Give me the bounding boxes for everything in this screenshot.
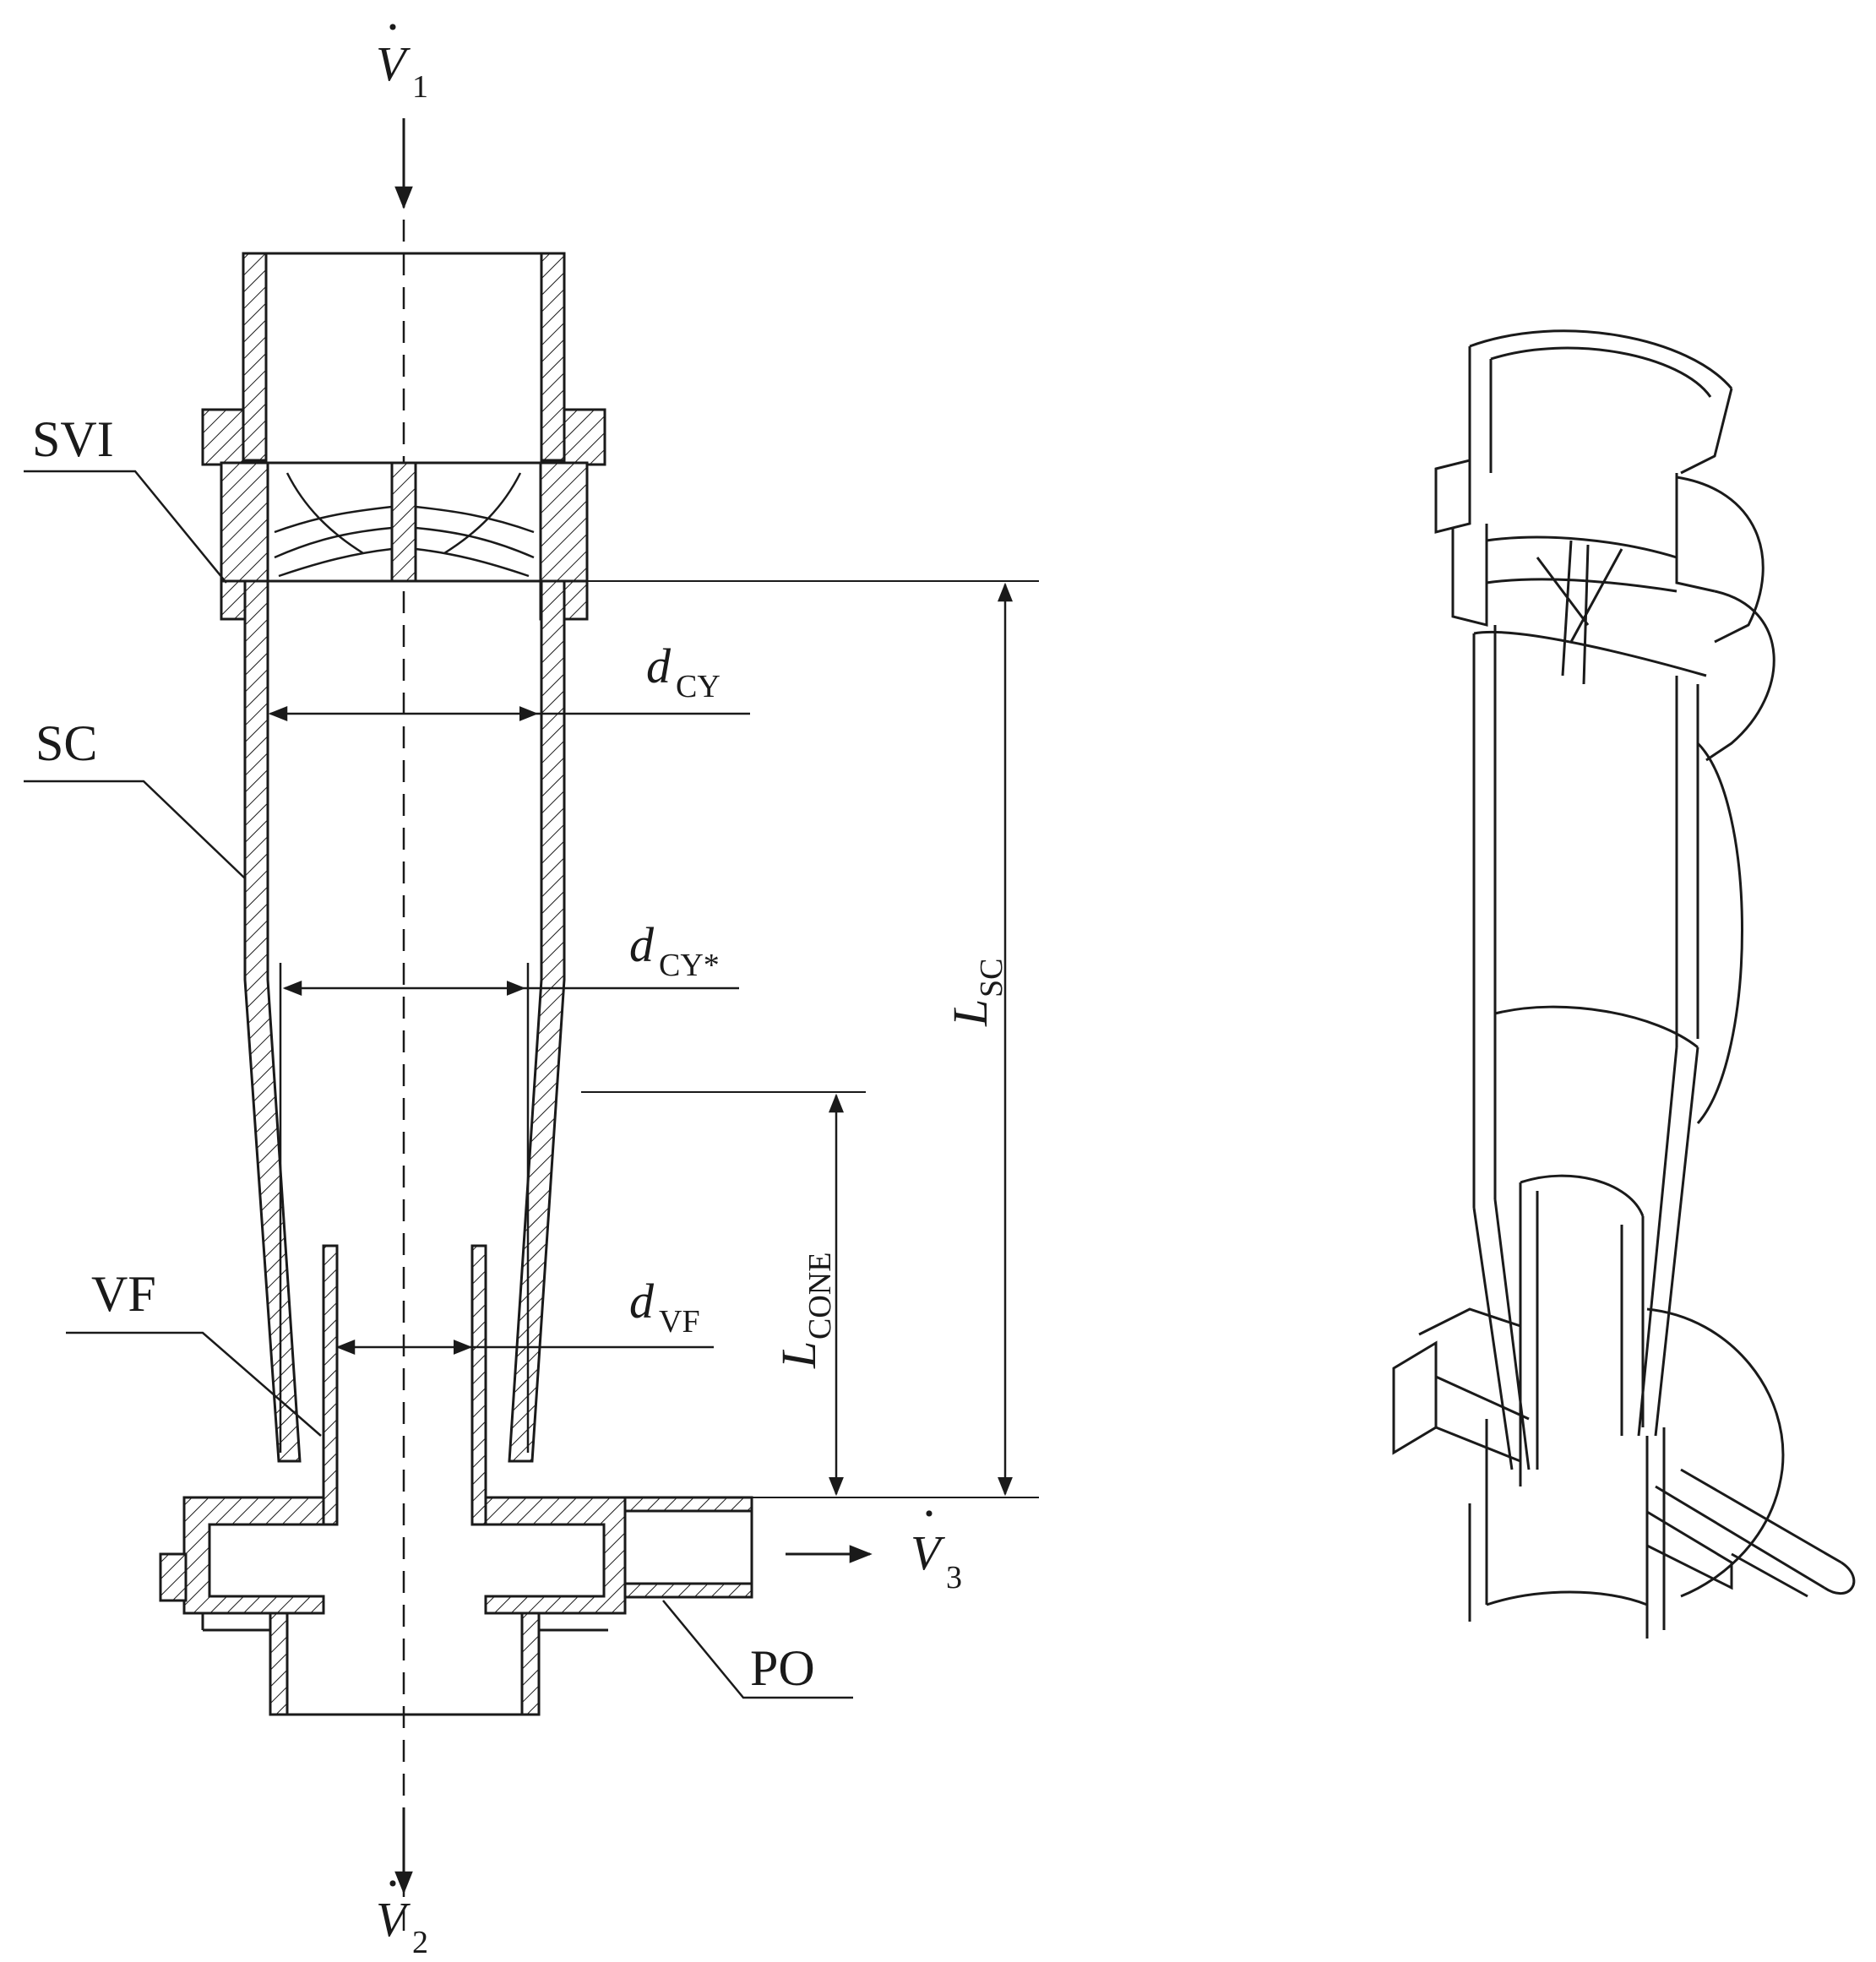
section-view: SVI SC VF PO · V 1 · V 2 · V 3 d CY d CY… xyxy=(24,0,1039,1960)
svg-text:·: · xyxy=(921,1486,938,1541)
swirl-vane-housing xyxy=(220,461,589,621)
svg-text:d: d xyxy=(629,917,655,972)
svg-text:SC: SC xyxy=(974,959,1009,997)
dim-label-d-vf: d VF xyxy=(629,1274,700,1340)
dim-label-l-sc: L SC xyxy=(943,959,1009,1027)
dim-label-d-cy-star: d CY* xyxy=(629,917,720,983)
svg-text:1: 1 xyxy=(412,69,428,105)
svg-text:VF: VF xyxy=(659,1304,700,1340)
flow-label-v1: · V 1 xyxy=(376,0,428,105)
svg-text:CY*: CY* xyxy=(659,948,720,983)
svg-text:d: d xyxy=(646,639,672,693)
svg-text:·: · xyxy=(384,1856,401,1911)
flow-label-v3: · V 3 xyxy=(911,1486,962,1595)
isometric-cutaway-view xyxy=(1392,329,1856,1639)
svg-text:L: L xyxy=(771,1341,826,1369)
svg-text:3: 3 xyxy=(946,1560,962,1595)
label-vf: VF xyxy=(91,1266,156,1322)
label-po: PO xyxy=(750,1640,815,1696)
svg-text:CY: CY xyxy=(676,669,720,704)
flow-label-v2: · V 2 xyxy=(376,1856,428,1960)
svg-text:V: V xyxy=(911,1525,946,1580)
svg-text:CONE: CONE xyxy=(802,1253,838,1340)
svg-text:d: d xyxy=(629,1274,655,1329)
bottom-housing xyxy=(159,1496,753,1716)
dim-label-l-cone: L CONE xyxy=(771,1253,838,1369)
svg-text:V: V xyxy=(376,36,411,91)
inlet-pipe xyxy=(201,252,606,466)
svg-text:L: L xyxy=(943,999,998,1027)
leader-lines xyxy=(24,470,853,1699)
label-svi: SVI xyxy=(32,411,114,467)
dimension-lines xyxy=(268,580,1039,1498)
svg-text:V: V xyxy=(376,1892,411,1947)
svg-text:·: · xyxy=(384,0,401,55)
separation-chamber xyxy=(221,579,587,1463)
label-sc: SC xyxy=(35,715,97,771)
svg-text:2: 2 xyxy=(412,1925,428,1960)
vortex-finder xyxy=(322,1244,487,1526)
dim-label-d-cy: d CY xyxy=(646,639,720,704)
